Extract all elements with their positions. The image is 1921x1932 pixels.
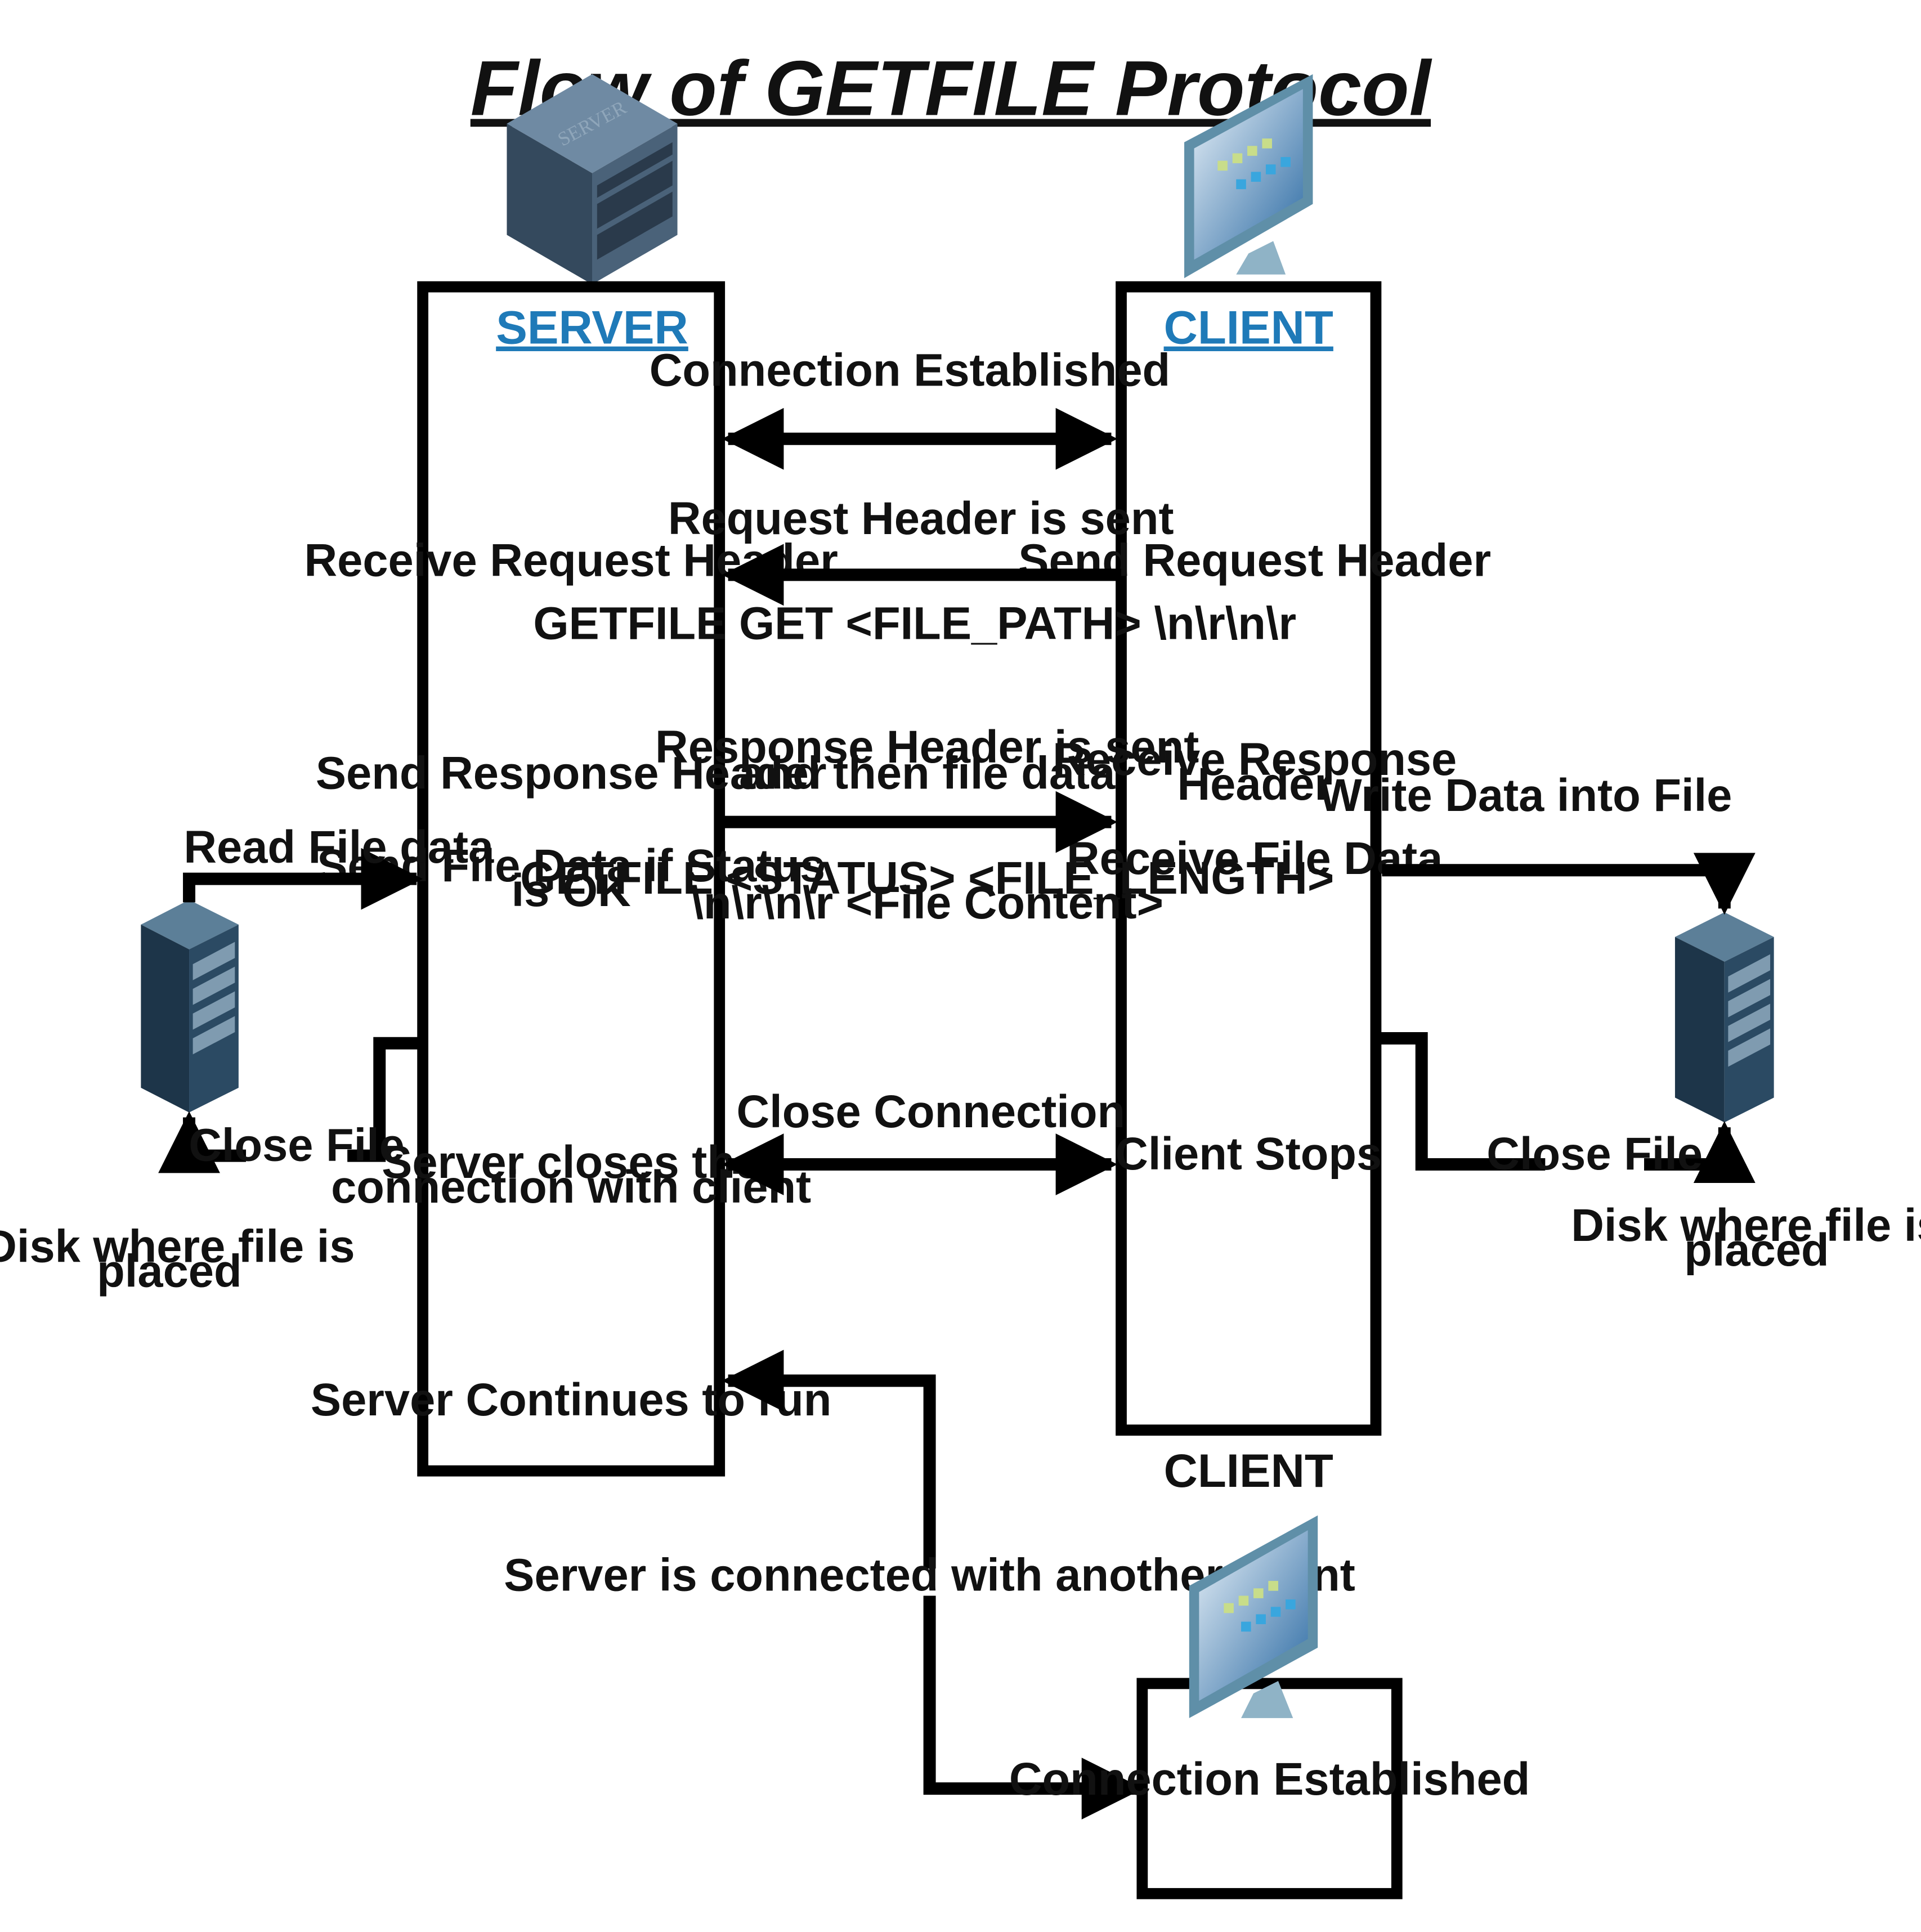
- response-format-label-line2: \n\r\n\r <File Content>: [691, 877, 1163, 929]
- client-disk-caption-line2: placed: [1684, 1225, 1829, 1276]
- client-close-file-label: Close File: [1486, 1128, 1703, 1180]
- read-file-data-label: Read File data: [183, 822, 494, 873]
- client-step-receive-response-header-line2: Header: [1177, 759, 1332, 810]
- client-step-receive-response-header-line1: Receive Response: [1053, 734, 1457, 785]
- client-disk-rack-icon: [1674, 912, 1774, 1123]
- client-disk-caption-line1: Disk where file is: [1571, 1200, 1921, 1251]
- read-file-data-arrow: [183, 848, 423, 910]
- second-client-monitor-icon: [1189, 1515, 1318, 1718]
- write-data-label: Write Data into File: [1319, 770, 1732, 821]
- server-disk-rack-icon: [141, 899, 239, 1113]
- client-step-receive-file-data: Receive File Data: [1067, 833, 1443, 884]
- server-heading[interactable]: SERVER: [496, 301, 688, 354]
- connection-established-label: Connection Established: [650, 344, 1170, 396]
- request-format-label: GETFILE GET <FILE_PATH> \n\r\n\r: [533, 598, 1296, 649]
- client-close-file-arrow: [1376, 1032, 1756, 1183]
- response-header-label-line2: and then file data: [739, 747, 1116, 799]
- client-column: [1116, 281, 1382, 1436]
- server-tower-icon: SERVER: [507, 74, 678, 285]
- close-connection-label: Close Connection: [736, 1086, 1125, 1137]
- server-disk-caption-line2: placed: [97, 1245, 241, 1297]
- second-client-heading: CLIENT: [1164, 1444, 1333, 1497]
- server-step-send-file-data-line2: is OK: [512, 865, 631, 916]
- second-client-connection-established: Connection Established: [1009, 1754, 1530, 1805]
- second-client-box: [1136, 1678, 1403, 1899]
- write-data-arrow: [1382, 853, 1756, 915]
- server-step-send-response-header: Send Response Header: [316, 747, 827, 799]
- server-close-file-arrow: [158, 1037, 423, 1173]
- client-step-client-stops: Client Stops: [1115, 1128, 1382, 1180]
- server-column: [417, 281, 726, 1477]
- server-disk-caption-line1: Disk where file is: [0, 1221, 355, 1272]
- server-step-closes-connection-line1: Server closes the: [382, 1137, 760, 1188]
- request-header-label: Request Header is sent: [668, 493, 1174, 544]
- client-heading[interactable]: CLIENT: [1164, 301, 1333, 354]
- response-header-label-line1: Response Header is sent: [655, 721, 1199, 773]
- server-close-file-label: Close File: [189, 1119, 405, 1171]
- desktop-monitor-icon: [1184, 74, 1313, 279]
- response-format-label-line1: GETFILE <STATUS> <FILE_LENGTH>: [520, 853, 1334, 904]
